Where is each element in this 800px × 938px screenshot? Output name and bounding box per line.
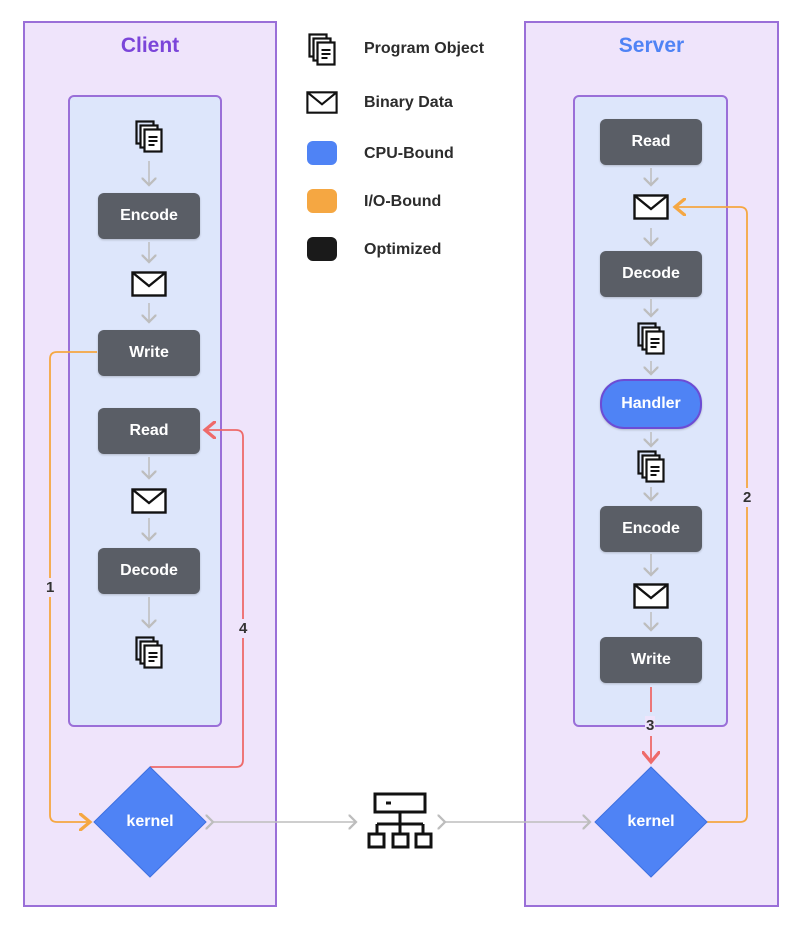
legend-cpu-swatch <box>307 141 337 165</box>
server-encode-node: Encode <box>600 506 702 552</box>
client-read-node: Read <box>98 408 200 454</box>
server-kernel-label: kernel <box>627 813 675 830</box>
legend-binary-data: Binary Data <box>364 94 453 111</box>
arrow-label-2: 2 <box>742 488 753 507</box>
client-title: Client <box>120 34 180 57</box>
binary-data-icon <box>131 488 167 514</box>
legend-optimized-swatch <box>307 237 337 261</box>
legend-cpu-bound: CPU-Bound <box>364 145 454 162</box>
client-encode-node: Encode <box>98 193 200 239</box>
program-object-icon <box>637 322 665 355</box>
program-object-icon <box>135 636 163 669</box>
arrow-label-3: 3 <box>645 716 656 735</box>
network-icon <box>367 792 433 849</box>
binary-data-icon <box>633 583 669 609</box>
program-object-icon <box>308 33 336 66</box>
legend-program-object: Program Object <box>364 40 485 57</box>
client-write-node: Write <box>98 330 200 376</box>
binary-data-icon <box>131 271 167 297</box>
program-object-icon <box>637 450 665 483</box>
server-decode-node: Decode <box>600 251 702 297</box>
legend-optimized: Optimized <box>364 241 442 258</box>
server-handler-node: Handler <box>600 379 702 429</box>
server-title: Server <box>618 34 685 57</box>
server-read-node: Read <box>600 119 702 165</box>
binary-data-icon <box>306 91 338 114</box>
client-decode-node: Decode <box>98 548 200 594</box>
program-object-icon <box>135 120 163 153</box>
client-kernel-diamond <box>93 766 207 878</box>
client-kernel-label: kernel <box>126 813 174 830</box>
binary-data-icon <box>633 194 669 220</box>
arrow-label-4: 4 <box>238 619 249 638</box>
arrow-label-1: 1 <box>45 578 56 597</box>
legend-io-bound: I/O-Bound <box>364 193 442 210</box>
server-write-node: Write <box>600 637 702 683</box>
server-kernel-diamond <box>594 766 708 878</box>
legend-io-swatch <box>307 189 337 213</box>
